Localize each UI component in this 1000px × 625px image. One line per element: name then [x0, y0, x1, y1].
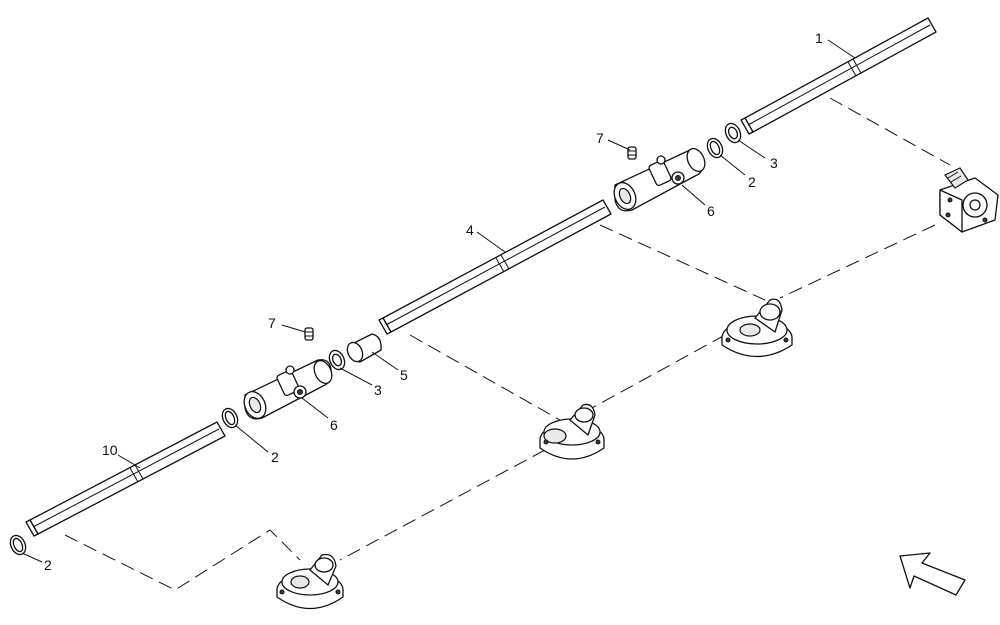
snap-ring-lower: [9, 534, 27, 556]
callout-3-upper: 3: [770, 155, 778, 171]
callouts: 1 2 3 7 6 4 7 5 3 6 2 10 2: [44, 30, 823, 573]
grease-nipple-upper: [627, 146, 637, 160]
grease-nipple-lower: [304, 327, 314, 341]
leader-lines: [21, 39, 856, 563]
callout-2-upper: 2: [748, 174, 756, 190]
shaft-middle: [378, 199, 612, 335]
shaft-upper: [740, 17, 937, 135]
gearbox-middle-upper: [721, 298, 793, 358]
callout-3-lower: 3: [374, 382, 382, 398]
callout-5: 5: [400, 367, 408, 383]
assembly-guide-lines: [64, 97, 951, 591]
callout-10: 10: [102, 442, 118, 458]
callout-7-lower: 7: [268, 315, 276, 331]
snap-ring-middle: [221, 407, 239, 429]
universal-joint-lower: [243, 359, 333, 420]
gearbox-bottom: [276, 553, 344, 610]
callout-2-middle: 2: [271, 449, 279, 465]
callout-2-lower: 2: [44, 557, 52, 573]
callout-1: 1: [815, 30, 823, 46]
universal-joint-upper: [613, 147, 706, 212]
sleeve-coupling: [346, 333, 382, 363]
washer-upper: [724, 122, 742, 144]
snap-ring-upper: [706, 137, 724, 159]
callout-4: 4: [466, 222, 474, 238]
gearbox-middle-lower: [539, 403, 605, 460]
callout-6-lower: 6: [330, 417, 338, 433]
callout-7-upper: 7: [596, 130, 604, 146]
gearbox-drive: [939, 167, 999, 233]
arrow-up-left-icon: [899, 552, 966, 596]
shaft-lower: [25, 421, 226, 537]
callout-6-upper: 6: [707, 203, 715, 219]
